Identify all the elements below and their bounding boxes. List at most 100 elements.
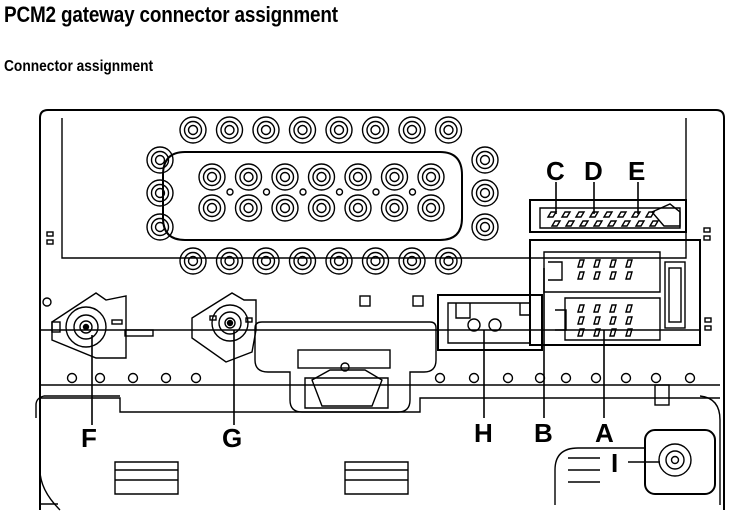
port-socket: [380, 163, 409, 191]
pin: [593, 271, 601, 280]
mounting-hole: [434, 372, 446, 384]
connector-g-antenna: [191, 292, 257, 363]
port-array-side-columns: [146, 146, 499, 241]
pin: [625, 328, 633, 337]
port-socket: [329, 120, 349, 140]
port-socket: [370, 124, 381, 136]
pin: [577, 328, 585, 337]
pip: [226, 188, 234, 196]
port-socket: [215, 116, 244, 144]
port-socket: [183, 120, 203, 140]
port-socket: [297, 255, 308, 267]
pin: [577, 304, 585, 313]
port-socket: [443, 124, 454, 136]
port-socket: [293, 251, 312, 271]
port-socket: [417, 194, 445, 222]
port-socket: [329, 251, 349, 271]
port-socket: [243, 202, 254, 214]
pin: [593, 304, 601, 313]
mounting-hole: [127, 372, 139, 384]
port-socket: [243, 171, 254, 183]
port-socket: [385, 167, 404, 187]
mounting-hole: [684, 372, 696, 384]
port-socket: [402, 120, 422, 140]
port-socket: [154, 154, 166, 166]
pin: [606, 220, 618, 227]
port-socket: [389, 171, 400, 183]
pin: [592, 220, 604, 227]
mounting-holes: [66, 372, 696, 384]
connector-f-antenna: [51, 292, 127, 359]
port-socket: [271, 194, 299, 222]
port-socket: [252, 116, 280, 144]
port-socket: [479, 154, 491, 166]
pin: [625, 271, 633, 280]
lower-slots: [114, 461, 409, 495]
pip: [408, 188, 417, 196]
port-socket: [344, 194, 372, 222]
mounting-hole: [650, 372, 662, 384]
port-socket: [312, 167, 331, 187]
pin: [577, 271, 585, 280]
port-socket: [293, 120, 312, 140]
port-socket: [333, 124, 345, 136]
port-socket: [260, 255, 272, 267]
leader-lines: [91, 182, 660, 463]
section-subtitle: Connector assignment: [4, 58, 154, 75]
port-array-oval-block: [162, 151, 463, 241]
port-socket: [234, 163, 263, 191]
port-socket: [348, 198, 368, 218]
pin: [616, 211, 628, 218]
pin: [609, 304, 617, 313]
port-socket: [271, 163, 299, 191]
port-socket: [475, 150, 495, 170]
page-title: PCM2 gateway connector assignment: [4, 2, 338, 27]
port-socket: [348, 167, 368, 187]
pip: [262, 188, 271, 196]
pin: [564, 220, 576, 227]
port-socket: [316, 202, 327, 214]
port-socket: [198, 194, 226, 222]
port-socket: [198, 163, 226, 191]
label-e: E: [628, 156, 645, 186]
mounting-hole: [590, 372, 602, 384]
connector-h: [437, 294, 543, 351]
port-socket: [297, 124, 308, 136]
port-socket: [421, 198, 441, 218]
port-socket: [398, 247, 426, 275]
pin: [630, 211, 642, 218]
pin: [609, 259, 617, 268]
mounting-hole: [534, 372, 546, 384]
port-socket: [146, 146, 174, 174]
port-socket: [150, 183, 170, 203]
port-socket: [179, 116, 207, 144]
port-socket: [239, 198, 258, 218]
pin: [648, 220, 660, 227]
pin: [578, 220, 590, 227]
port-socket: [202, 167, 222, 187]
port-socket: [224, 124, 235, 136]
port-socket: [325, 247, 353, 275]
connectors-a-b-block: [529, 239, 701, 346]
label-d: D: [584, 156, 603, 186]
port-socket: [406, 255, 418, 267]
port-socket: [479, 221, 491, 233]
pin: [609, 316, 617, 325]
port-socket: [439, 120, 458, 140]
pin: [602, 211, 614, 218]
mounting-hole: [160, 372, 172, 384]
port-socket: [475, 183, 495, 203]
connector-diagram: A B C D E F G H I: [35, 109, 725, 511]
label-a: A: [595, 418, 614, 448]
mounting-hole: [468, 372, 480, 384]
pin: [560, 211, 572, 218]
pin: [634, 220, 646, 227]
mounting-hole: [560, 372, 572, 384]
mounting-hole: [620, 372, 632, 384]
port-socket: [275, 167, 295, 187]
pin: [577, 316, 585, 325]
port-socket: [325, 116, 353, 144]
label-c: C: [546, 156, 565, 186]
pin: [550, 220, 562, 227]
port-socket: [154, 221, 166, 233]
